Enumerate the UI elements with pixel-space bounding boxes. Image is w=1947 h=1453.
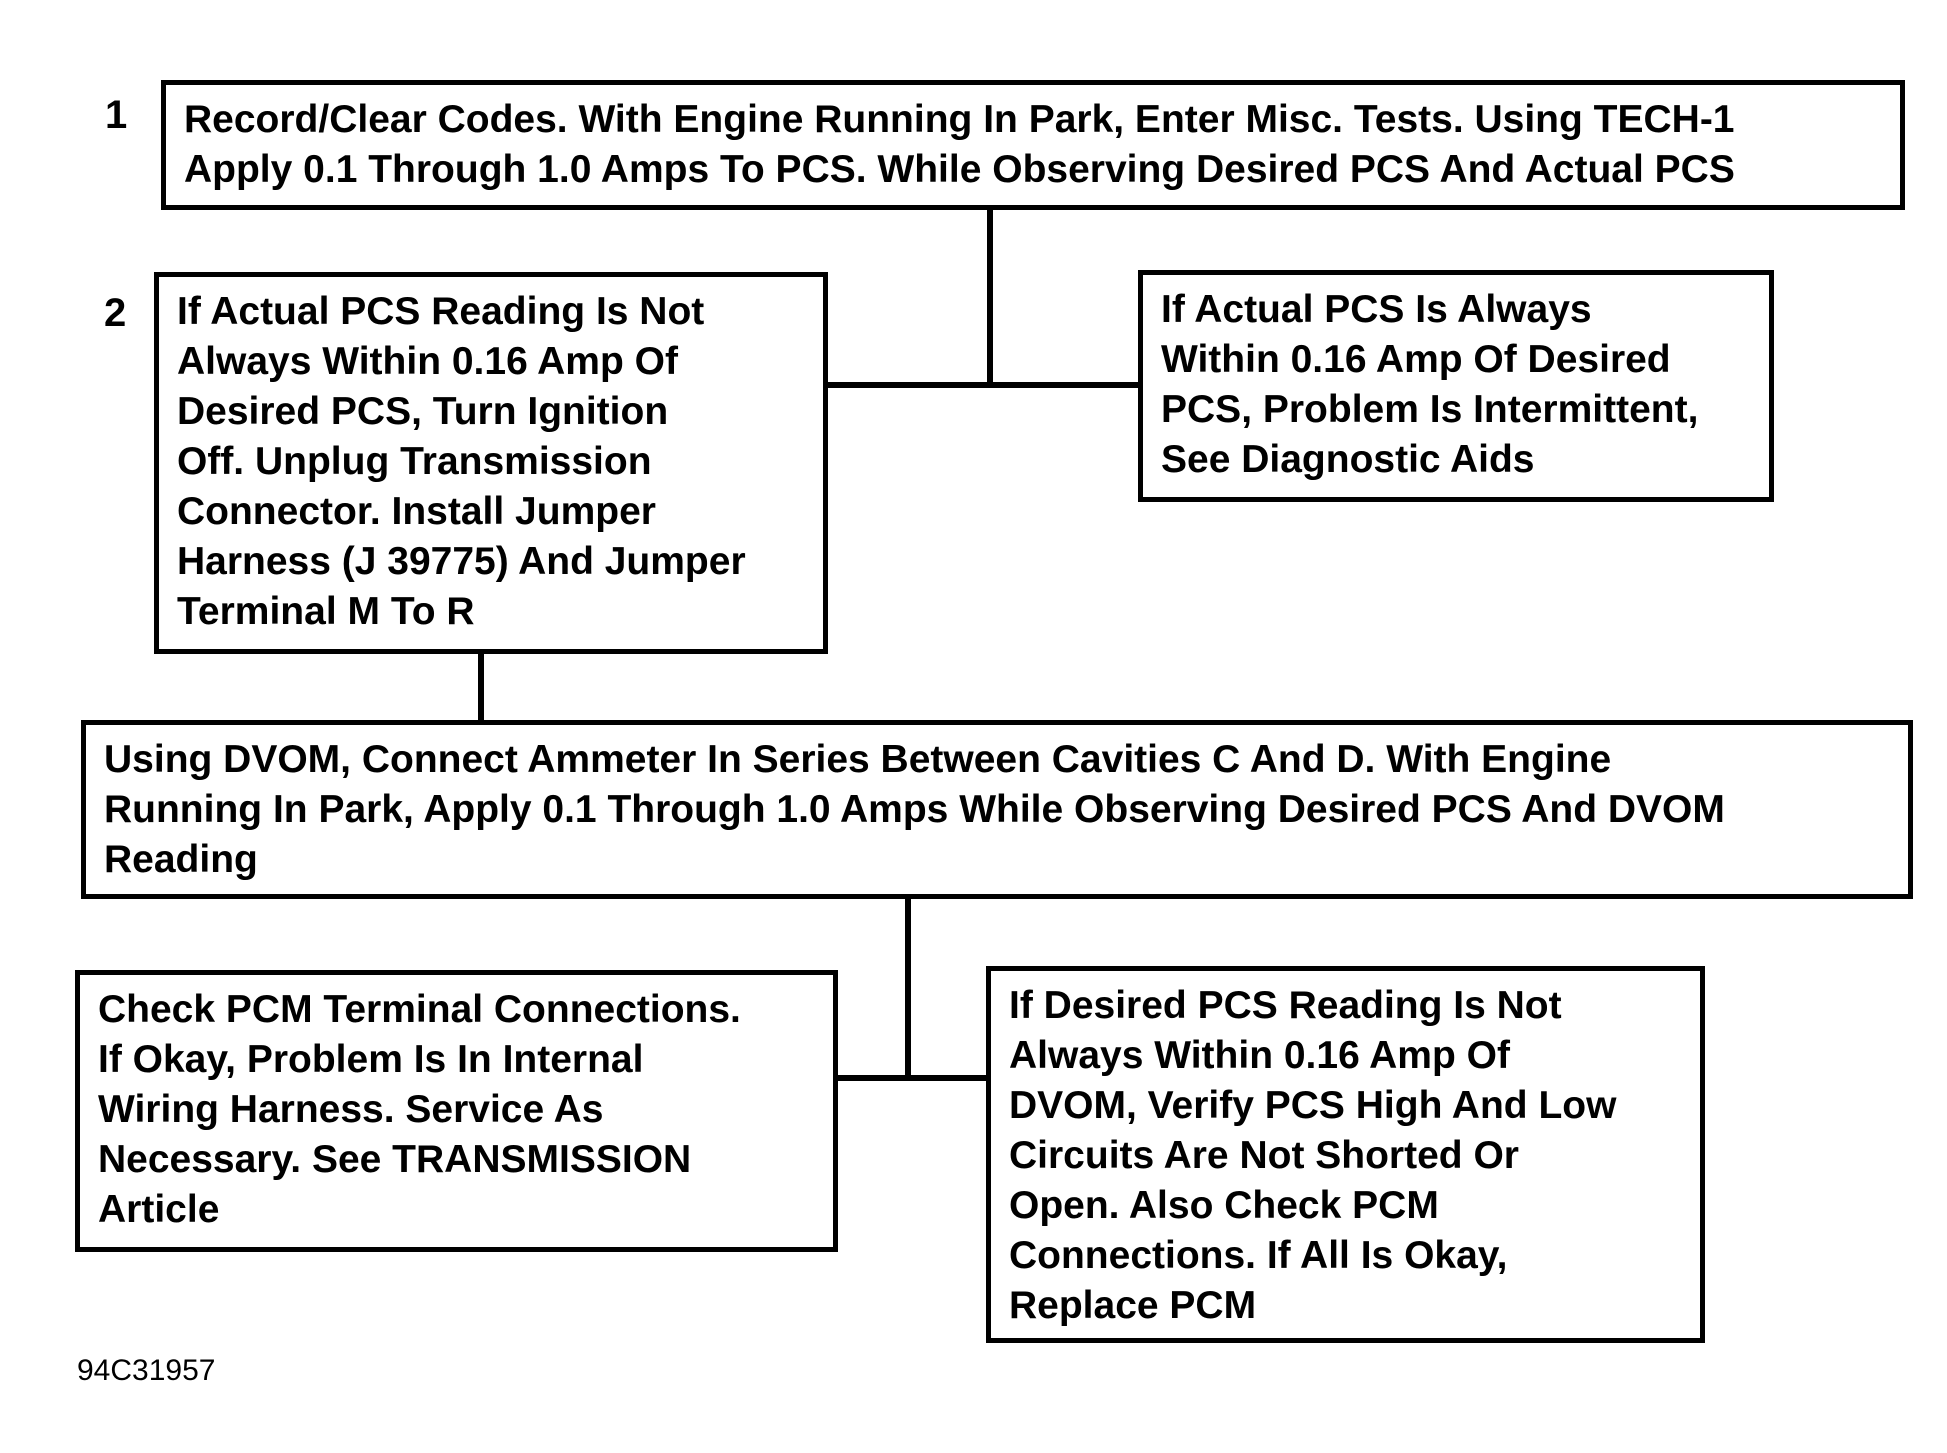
step-number-2: 2	[104, 291, 127, 335]
connector-branch2-horizontal	[826, 382, 1140, 388]
connector-box3-down	[905, 897, 911, 1075]
step1-box: Record/Clear Codes. With Engine Running …	[161, 80, 1905, 210]
step2-always-within-box: If Actual PCS Is Always Within 0.16 Amp …	[1138, 270, 1774, 502]
step2-not-within-box: If Actual PCS Reading Is Not Always With…	[154, 272, 828, 654]
step-number-1: 1	[105, 93, 128, 137]
figure-id-label: 94C31957	[77, 1354, 216, 1387]
step3-dvom-box: Using DVOM, Connect Ammeter In Series Be…	[81, 720, 1913, 899]
connector-box1-down	[987, 208, 993, 382]
connector-box2-down	[478, 651, 484, 720]
step4-check-pcm-box: Check PCM Terminal Connections. If Okay,…	[75, 970, 838, 1252]
step4-replace-pcm-box: If Desired PCS Reading Is Not Always Wit…	[986, 966, 1705, 1343]
connector-branch4-horizontal	[836, 1075, 988, 1081]
